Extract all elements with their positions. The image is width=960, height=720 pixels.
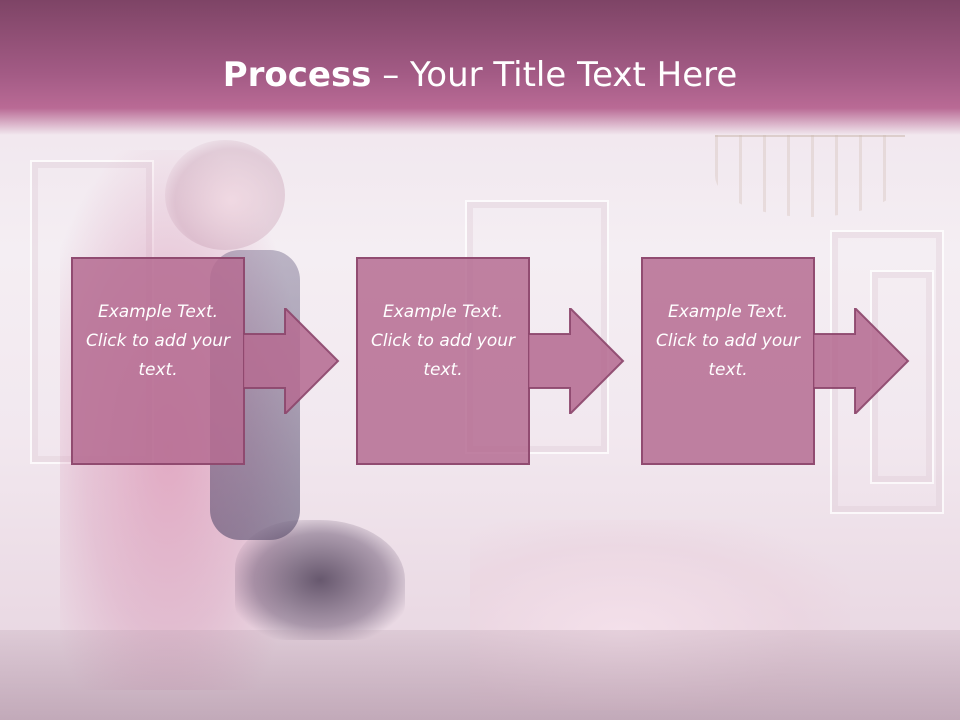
figure-skirt	[235, 520, 405, 640]
title-rest: – Your Title Text Here	[371, 55, 738, 95]
process-step-3[interactable]: Example Text. Click to add your text.	[641, 257, 815, 465]
figure-legs	[470, 520, 850, 710]
floor	[0, 630, 960, 720]
right-arrow-icon	[528, 308, 625, 414]
title-bold: Process	[222, 55, 372, 95]
chandelier	[715, 135, 905, 217]
step-text: Example Text. Click to add your text.	[370, 301, 515, 380]
step-text: Example Text. Click to add your text.	[655, 301, 800, 380]
process-step-2[interactable]: Example Text. Click to add your text.	[356, 257, 530, 465]
right-arrow-icon	[243, 308, 340, 414]
process-step-1[interactable]: Example Text. Click to add your text.	[71, 257, 245, 465]
figure-head	[165, 140, 285, 250]
right-arrow-icon	[813, 308, 910, 414]
title-bar	[0, 0, 960, 135]
slide-title[interactable]: Process – Your Title Text Here	[0, 53, 960, 97]
step-text: Example Text. Click to add your text.	[85, 301, 230, 380]
